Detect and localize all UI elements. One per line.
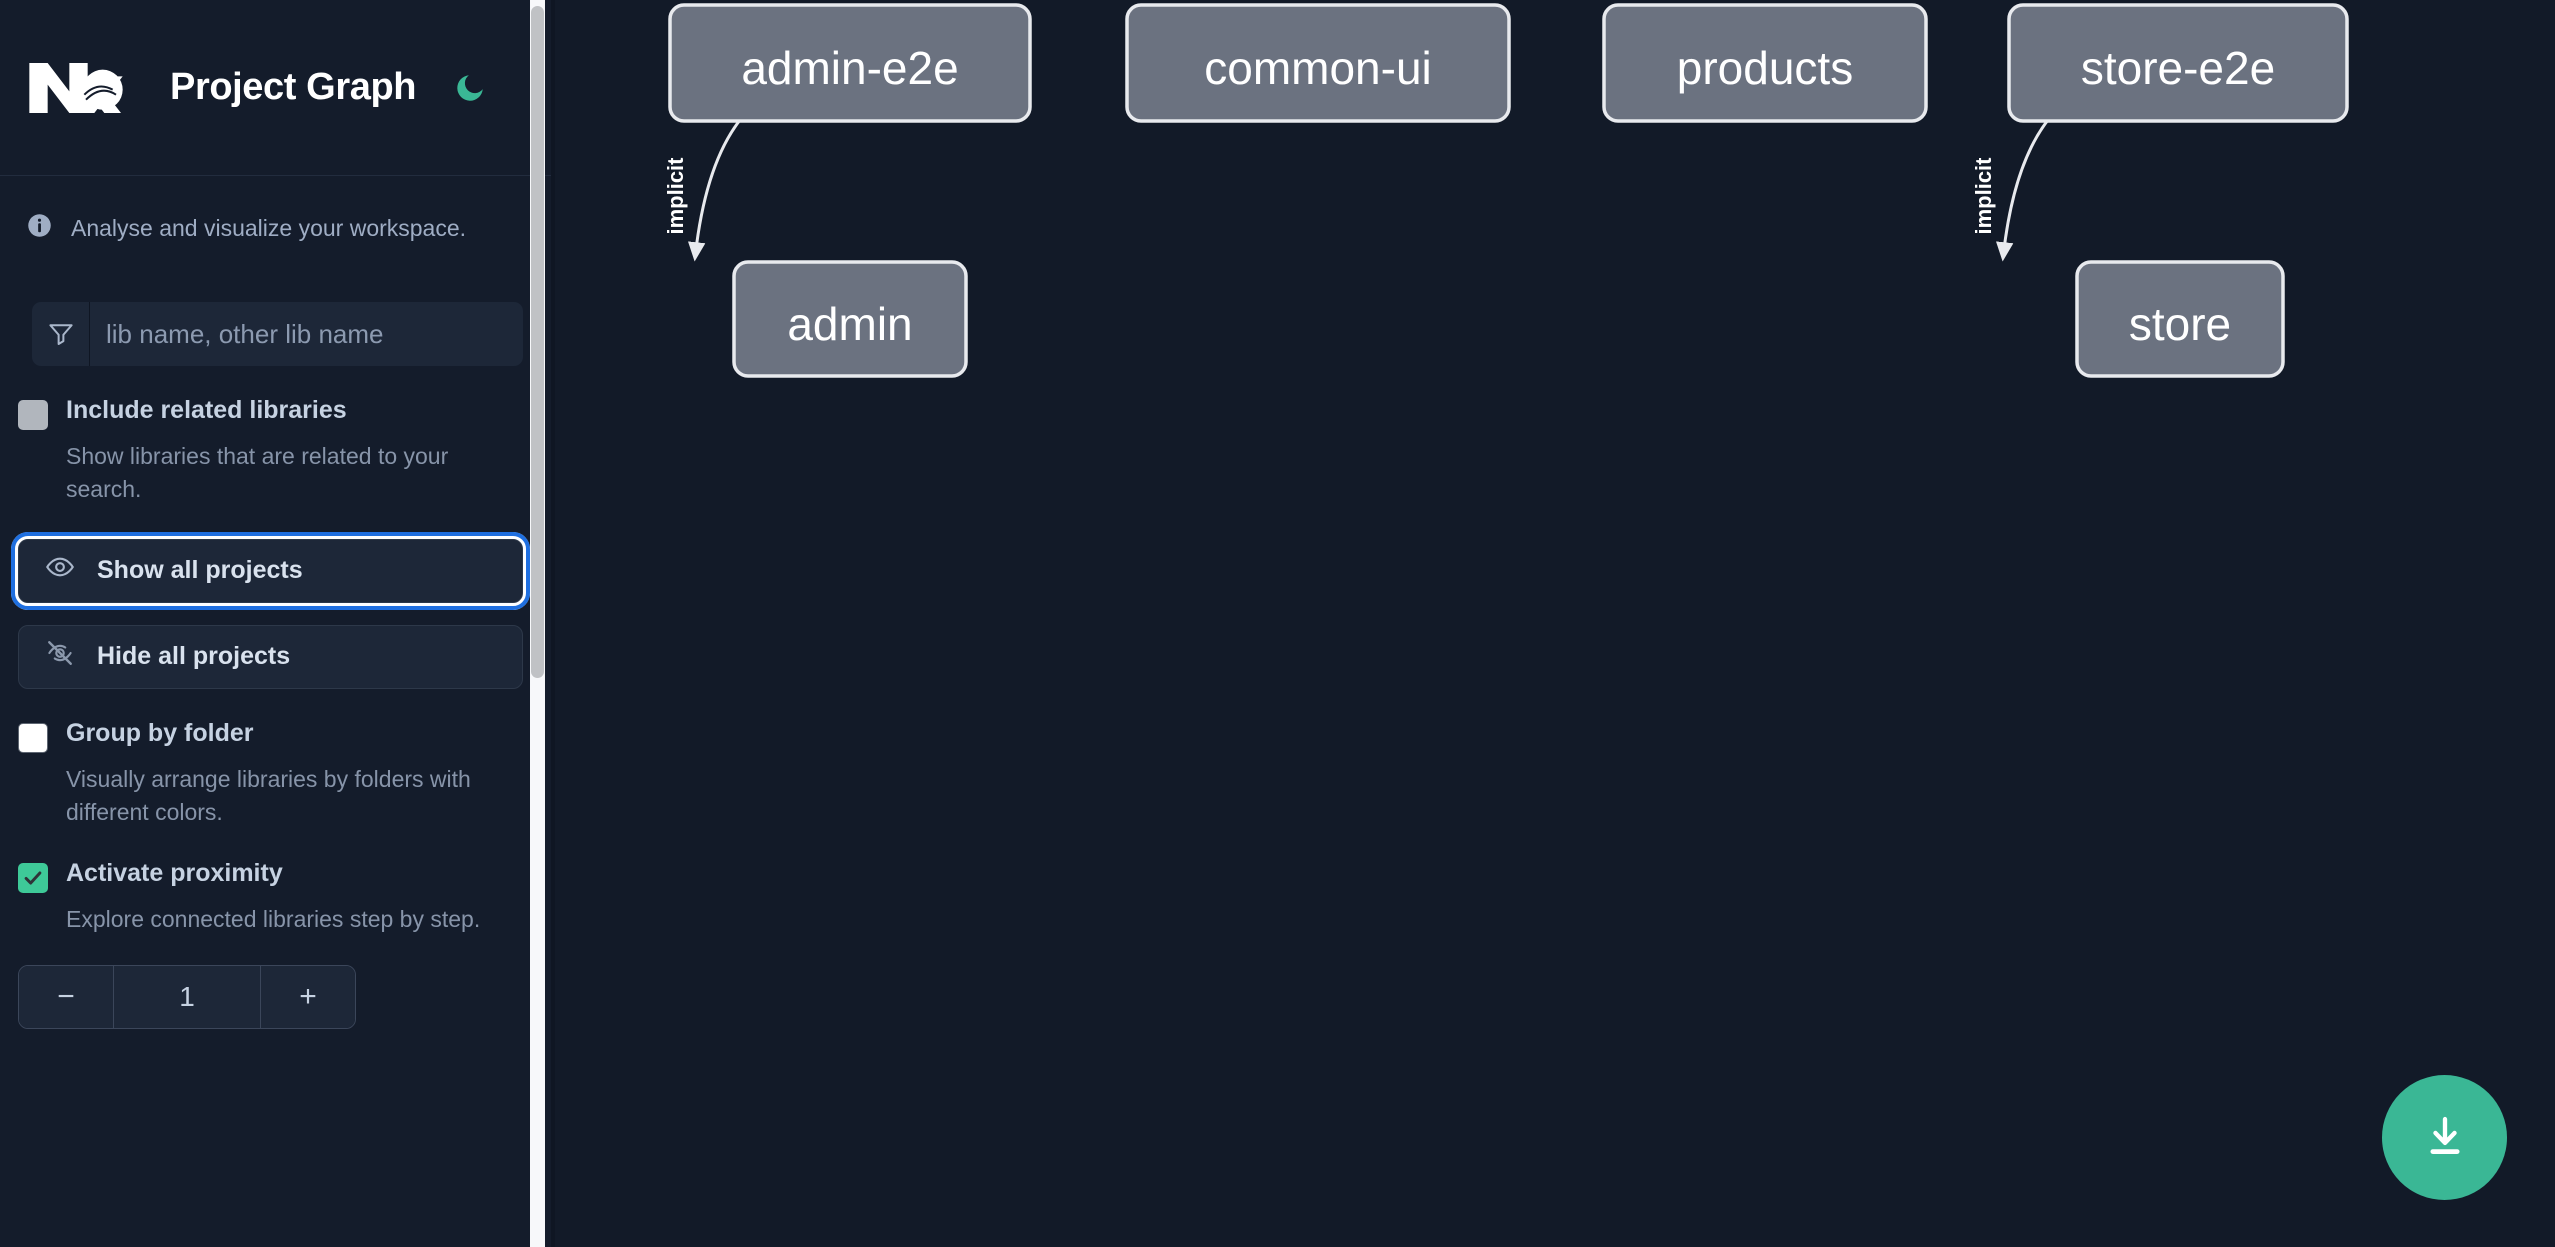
graph-edges: implicit implicit xyxy=(663,119,2050,262)
include-related-libraries-checkbox[interactable] xyxy=(18,400,48,430)
workspace-description: Analyse and visualize your workspace. xyxy=(0,176,555,244)
edge-admin-e2e-admin[interactable]: implicit xyxy=(663,119,742,262)
show-all-projects-button[interactable]: Show all projects xyxy=(11,531,530,610)
download-icon xyxy=(2419,1110,2471,1165)
graph-node-common-ui[interactable]: common-ui xyxy=(1125,3,1511,123)
edge-label: implicit xyxy=(1971,157,1996,235)
graph-node-admin-e2e[interactable]: admin-e2e xyxy=(668,3,1032,123)
option-row: Activate proximity xyxy=(18,859,523,894)
increment-button[interactable]: + xyxy=(260,965,355,1028)
node-label: store xyxy=(2129,298,2231,350)
graph-node-store-e2e[interactable]: store-e2e xyxy=(2007,3,2349,123)
decrement-button[interactable]: − xyxy=(19,965,114,1028)
sidebar-scrollbar-thumb[interactable] xyxy=(531,6,544,678)
node-label: store-e2e xyxy=(2081,42,2275,94)
graph-canvas[interactable]: implicit implicit admin-e2e common-ui xyxy=(555,0,2555,1247)
sidebar-scrollbar[interactable] xyxy=(530,0,545,1247)
page-title: Project Graph xyxy=(170,66,417,108)
filter-box xyxy=(32,302,523,366)
info-icon xyxy=(26,212,53,244)
project-graph-svg: implicit implicit admin-e2e common-ui xyxy=(663,3,2349,378)
sidebar-content: Project Graph Analyse and visualize yo xyxy=(0,0,555,1029)
stepper-value: 1 xyxy=(114,965,260,1028)
description-text: Analyse and visualize your workspace. xyxy=(71,214,467,241)
option-sublabel: Visually arrange libraries by folders wi… xyxy=(66,765,471,826)
option-activate-proximity: Activate proximity Explore connected lib… xyxy=(0,829,555,936)
eye-slash-icon xyxy=(45,638,75,675)
option-label: Group by folder xyxy=(66,718,254,747)
funnel-icon[interactable] xyxy=(32,302,90,366)
graph-nodes: admin-e2e common-ui products store-e2e a… xyxy=(668,3,2349,378)
option-include-related-libraries: Include related libraries Show libraries… xyxy=(0,366,555,507)
hide-all-projects-label: Hide all projects xyxy=(97,642,291,671)
visibility-buttons: Show all projects Hide all projects xyxy=(0,507,555,689)
option-label: Include related libraries xyxy=(66,396,347,424)
graph-node-admin[interactable]: admin xyxy=(732,260,968,378)
search-input[interactable] xyxy=(90,302,523,366)
graph-node-store[interactable]: store xyxy=(2075,260,2285,378)
hide-all-projects-button[interactable]: Hide all projects xyxy=(18,624,523,689)
option-row: Include related libraries xyxy=(18,396,523,430)
option-group-by-folder: Group by folder Visually arrange librari… xyxy=(0,689,555,830)
option-row: Group by folder xyxy=(18,719,523,753)
filter-row xyxy=(0,244,555,366)
show-all-projects-label: Show all projects xyxy=(97,556,303,585)
proximity-stepper: − 1 + xyxy=(18,964,356,1029)
download-graph-button[interactable] xyxy=(2382,1075,2507,1200)
option-sublabel: Explore connected libraries step by step… xyxy=(66,906,481,933)
nx-logo-icon xyxy=(26,56,126,120)
node-label: admin-e2e xyxy=(741,42,958,94)
eye-icon xyxy=(45,552,75,589)
node-label: common-ui xyxy=(1204,42,1432,94)
option-label: Activate proximity xyxy=(66,859,283,888)
sidebar-edge xyxy=(551,0,555,1247)
edge-label: implicit xyxy=(663,157,688,235)
sidebar: Project Graph Analyse and visualize yo xyxy=(0,0,555,1247)
node-label: products xyxy=(1677,42,1853,94)
graph-node-products[interactable]: products xyxy=(1602,3,1928,123)
sidebar-header: Project Graph xyxy=(0,0,555,176)
node-label: admin xyxy=(787,298,912,350)
group-by-folder-checkbox[interactable] xyxy=(18,722,48,753)
proximity-stepper-wrap: − 1 + xyxy=(0,937,555,1029)
edge-store-e2e-store[interactable]: implicit xyxy=(1971,119,2050,262)
option-sublabel: Show libraries that are related to your … xyxy=(66,443,449,503)
moon-icon[interactable] xyxy=(450,68,490,108)
activate-proximity-checkbox[interactable] xyxy=(18,863,48,894)
